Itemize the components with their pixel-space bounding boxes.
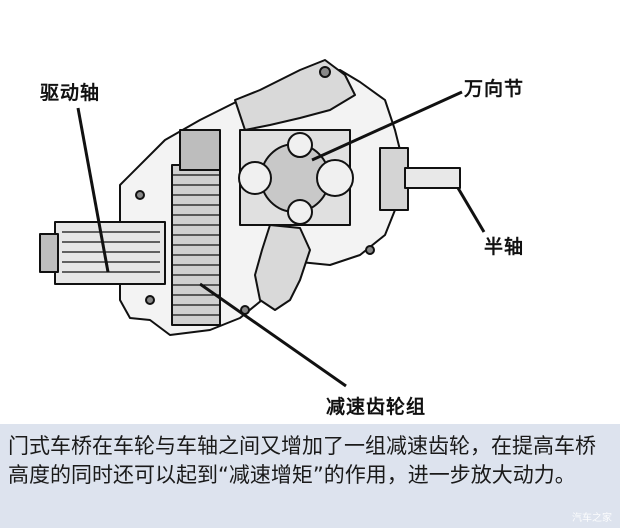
hub-flange bbox=[379, 147, 409, 211]
label-drive-shaft: 驱动轴 bbox=[40, 82, 101, 104]
label-reduction-gear-set: 减速齿轮组 bbox=[326, 396, 427, 418]
diagram-figure: 驱动轴 万向节 半轴 减速齿轮组 bbox=[39, 59, 525, 418]
watermark: 汽车之家 bbox=[572, 513, 612, 524]
leader-universal-joint bbox=[311, 90, 463, 162]
label-half-shaft: 半轴 bbox=[484, 236, 525, 258]
portal-axle-drawing bbox=[39, 59, 486, 388]
leader-drive-shaft bbox=[76, 107, 110, 273]
leader-half-shaft bbox=[456, 187, 486, 233]
drive-shaft-housing bbox=[54, 221, 166, 285]
lower-bracket bbox=[254, 224, 311, 311]
half-shaft bbox=[404, 167, 461, 189]
label-universal-joint: 万向节 bbox=[464, 78, 525, 100]
leader-reduction-gear bbox=[199, 282, 347, 388]
pinion-gear bbox=[179, 129, 221, 171]
caption-box: 门式车桥在车轮与车轴之间又增加了一组减速齿轮，在提高车桥高度的同时还可以起到“减… bbox=[0, 424, 620, 528]
caption-text: 门式车桥在车轮与车轴之间又增加了一组减速齿轮，在提高车桥高度的同时还可以起到“减… bbox=[8, 434, 596, 487]
